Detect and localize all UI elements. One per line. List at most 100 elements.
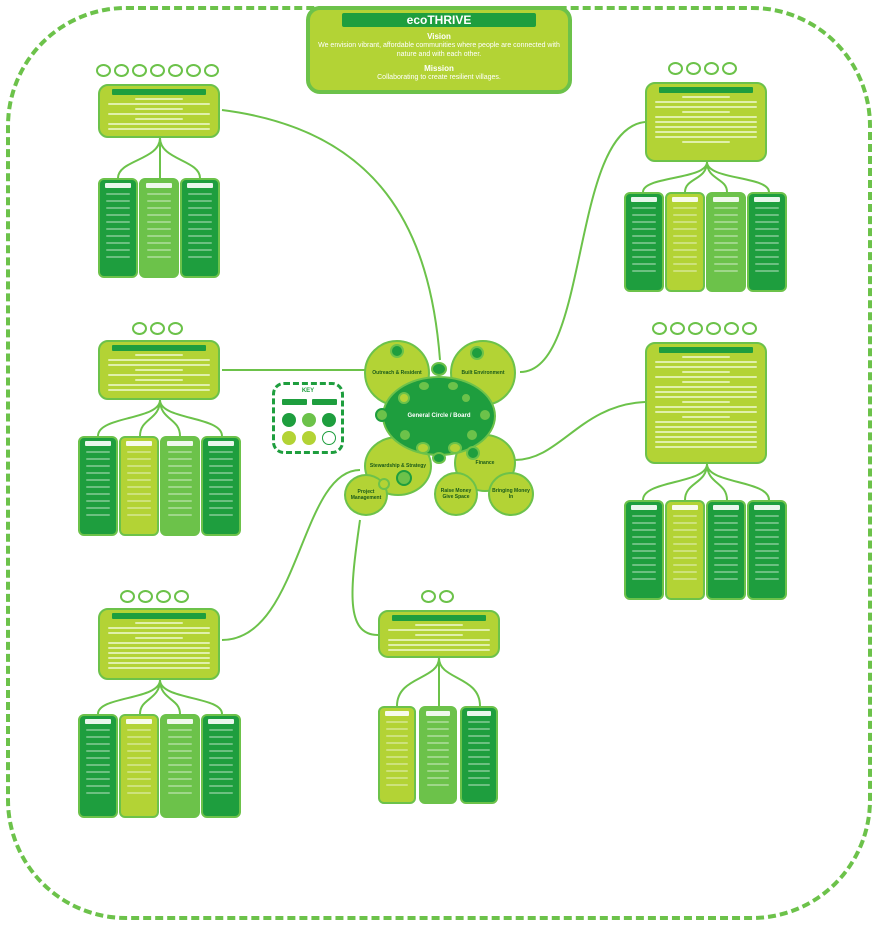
role-pill[interactable] — [652, 322, 667, 335]
app-title: ecoTHRIVE — [342, 13, 536, 27]
role-dot[interactable] — [465, 428, 479, 442]
role-pills-project — [421, 590, 454, 603]
circle-card-title — [658, 87, 754, 93]
role-pill[interactable] — [168, 322, 183, 335]
role-column[interactable] — [747, 192, 787, 292]
role-pill[interactable] — [670, 322, 685, 335]
role-column[interactable] — [139, 178, 179, 278]
role-dot[interactable] — [378, 478, 390, 490]
role-pill[interactable] — [686, 62, 701, 75]
key-swatch — [322, 431, 336, 445]
role-dot[interactable] — [417, 380, 431, 392]
role-pills-built — [668, 62, 737, 75]
role-column[interactable] — [201, 714, 241, 818]
role-pill[interactable] — [150, 322, 165, 335]
connector-to-finance-card — [514, 401, 646, 461]
outreach-label: Outreach & Resident — [372, 370, 422, 376]
role-column[interactable] — [201, 436, 241, 536]
mission-text: Collaborating to create resilient villag… — [377, 74, 501, 81]
role-dot[interactable] — [398, 428, 412, 442]
key-swatch — [282, 399, 307, 405]
circle-card-title — [658, 347, 754, 353]
raise-money-circle[interactable]: Raise Money Give Space — [434, 472, 478, 516]
role-pill[interactable] — [688, 322, 703, 335]
role-pill[interactable] — [132, 64, 147, 77]
role-column[interactable] — [78, 714, 118, 818]
general-circle-board[interactable]: General Circle / Board — [382, 376, 496, 456]
role-column[interactable] — [98, 178, 138, 278]
role-pill[interactable] — [706, 322, 721, 335]
role-column[interactable] — [180, 178, 220, 278]
role-pill[interactable] — [120, 590, 135, 603]
role-pill[interactable] — [174, 590, 189, 603]
role-pills-stewardship — [120, 590, 189, 603]
connector-to-stewardship-card — [221, 469, 361, 641]
role-pill[interactable] — [150, 64, 165, 77]
vision-text: We envision vibrant, affordable communit… — [318, 42, 560, 58]
circle-card-title — [391, 615, 487, 621]
role-column[interactable] — [460, 706, 498, 804]
circle-card-stewardship[interactable] — [98, 608, 220, 680]
role-pill[interactable] — [421, 590, 436, 603]
role-pill[interactable] — [742, 322, 757, 335]
role-pill[interactable] — [132, 322, 147, 335]
role-column[interactable] — [78, 436, 118, 536]
key-swatch — [322, 413, 336, 427]
key-swatch — [282, 413, 296, 427]
key-swatch — [302, 431, 316, 445]
circle-card-built[interactable] — [645, 82, 767, 162]
role-dot[interactable] — [478, 408, 492, 422]
legend-key: KEY — [272, 382, 344, 454]
role-pill[interactable] — [138, 590, 153, 603]
role-column[interactable] — [665, 500, 705, 600]
role-column[interactable] — [747, 500, 787, 600]
circle-card-project[interactable] — [378, 610, 500, 658]
role-column[interactable] — [119, 714, 159, 818]
role-dot[interactable] — [398, 392, 410, 404]
stewardship-label: Stewardship & Strategy — [369, 463, 427, 469]
role-pill[interactable] — [724, 322, 739, 335]
role-column[interactable] — [378, 706, 416, 804]
role-column[interactable] — [624, 500, 664, 600]
role-column[interactable] — [160, 714, 200, 818]
role-column[interactable] — [706, 192, 746, 292]
role-pill[interactable] — [186, 64, 201, 77]
role-dot[interactable] — [390, 344, 404, 358]
circle-card-finance[interactable] — [645, 342, 767, 464]
role-dot[interactable] — [460, 392, 472, 404]
role-pill[interactable] — [168, 64, 183, 77]
role-pill[interactable] — [722, 62, 737, 75]
role-dot[interactable] — [446, 380, 460, 392]
bringing-money-circle[interactable]: Bringing Money In — [488, 472, 534, 516]
role-column[interactable] — [624, 192, 664, 292]
role-column[interactable] — [119, 436, 159, 536]
role-dot[interactable] — [416, 442, 430, 454]
role-pills-finance — [652, 322, 757, 335]
role-column[interactable] — [665, 192, 705, 292]
role-dot[interactable] — [448, 442, 462, 454]
role-column[interactable] — [419, 706, 457, 804]
role-dot[interactable] — [466, 446, 480, 460]
role-pill[interactable] — [204, 64, 219, 77]
circle-card-outreach[interactable] — [98, 84, 220, 138]
branch-finance — [642, 463, 770, 501]
role-pill[interactable] — [668, 62, 683, 75]
role-pill[interactable] — [114, 64, 129, 77]
role-pill[interactable] — [156, 590, 171, 603]
role-dot[interactable] — [431, 362, 447, 376]
role-column[interactable] — [160, 436, 200, 536]
role-dot[interactable] — [396, 470, 412, 486]
role-dot[interactable] — [375, 408, 389, 422]
role-dot[interactable] — [432, 452, 446, 464]
key-swatch — [302, 413, 316, 427]
circle-card-title — [111, 89, 207, 95]
role-pill[interactable] — [704, 62, 719, 75]
role-pill[interactable] — [439, 590, 454, 603]
role-column[interactable] — [706, 500, 746, 600]
built-label: Built Environment — [461, 370, 505, 376]
role-dot[interactable] — [470, 346, 484, 360]
connector-to-project-card — [351, 519, 379, 636]
circle-card-community[interactable] — [98, 340, 220, 400]
role-pill[interactable] — [96, 64, 111, 77]
